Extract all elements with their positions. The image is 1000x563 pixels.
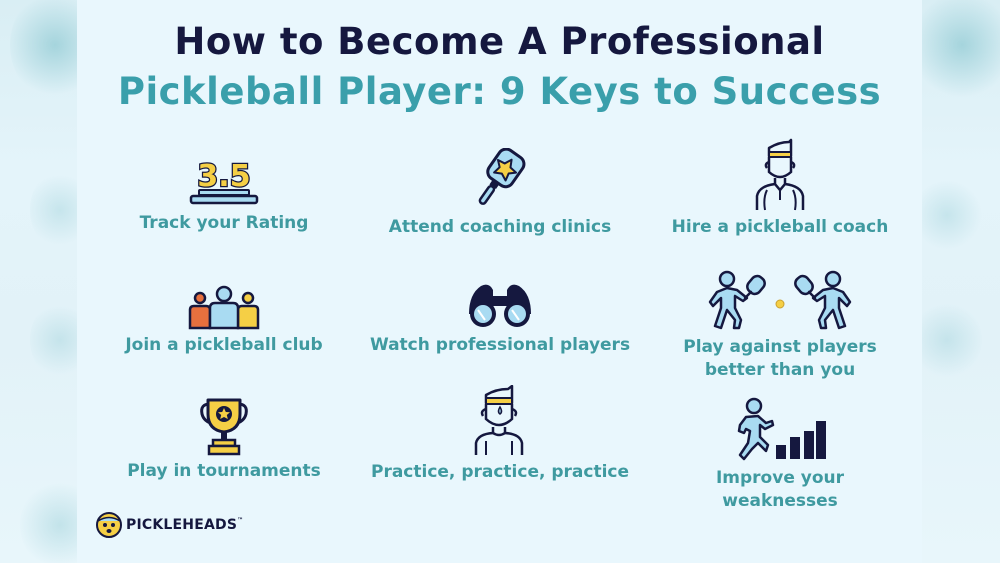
key-label-line-1: Improve your <box>715 468 845 488</box>
key-practice: Practice, practice, practice <box>365 385 635 484</box>
key-track-rating: 3.5 Track your Rating <box>89 150 359 235</box>
key-coaching-clinics: Attend coaching clinics <box>365 148 635 239</box>
right-blur-panel <box>922 0 1000 563</box>
title-line-1: How to Become A Professional <box>174 20 825 63</box>
key-label-line-2: better than you <box>704 360 856 380</box>
key-label: Track your Rating <box>139 213 309 233</box>
key-improve-weaknesses: Improve your weaknesses <box>645 397 915 513</box>
key-label: Play in tournaments <box>127 461 321 481</box>
key-label: Attend coaching clinics <box>388 217 612 237</box>
key-label: Join a pickleball club <box>125 335 323 355</box>
key-label: Watch professional players <box>369 335 631 355</box>
key-play-better: Play against players better than you <box>645 270 915 382</box>
infographic-panel: How to Become A Professional Pickleball … <box>77 0 922 563</box>
key-tournaments: Play in tournaments <box>89 396 359 483</box>
pickleheads-logo: PICKLEHEADS™ <box>95 511 243 539</box>
key-label-line-2: weaknesses <box>722 491 838 511</box>
title-line-2: Pickleball Player: 9 Keys to Success <box>117 70 882 113</box>
key-label: Practice, practice, practice <box>370 462 630 482</box>
key-label: Hire a pickleball coach <box>671 217 889 237</box>
group-people-icon <box>188 285 260 330</box>
brand-name: PICKLEHEADS™ <box>126 517 244 533</box>
rating-3-5-icon: 3.5 <box>189 158 259 205</box>
climbing-bars-icon <box>737 397 826 461</box>
trophy-icon <box>200 398 248 456</box>
paddle-star-icon <box>478 148 526 205</box>
key-label-line-1: Play against players <box>683 337 877 357</box>
left-blur-panel <box>0 0 77 563</box>
key-join-club: Join a pickleball club <box>89 284 359 357</box>
two-players-icon <box>708 270 852 330</box>
key-hire-coach: Hire a pickleball coach <box>645 138 915 239</box>
binoculars-icon <box>469 284 531 327</box>
key-watch-pros: Watch professional players <box>365 282 635 357</box>
coach-icon <box>755 138 805 211</box>
pickleheads-mascot-icon <box>96 512 122 538</box>
sweating-player-icon <box>474 385 524 455</box>
svg-text:3.5: 3.5 <box>197 159 250 194</box>
